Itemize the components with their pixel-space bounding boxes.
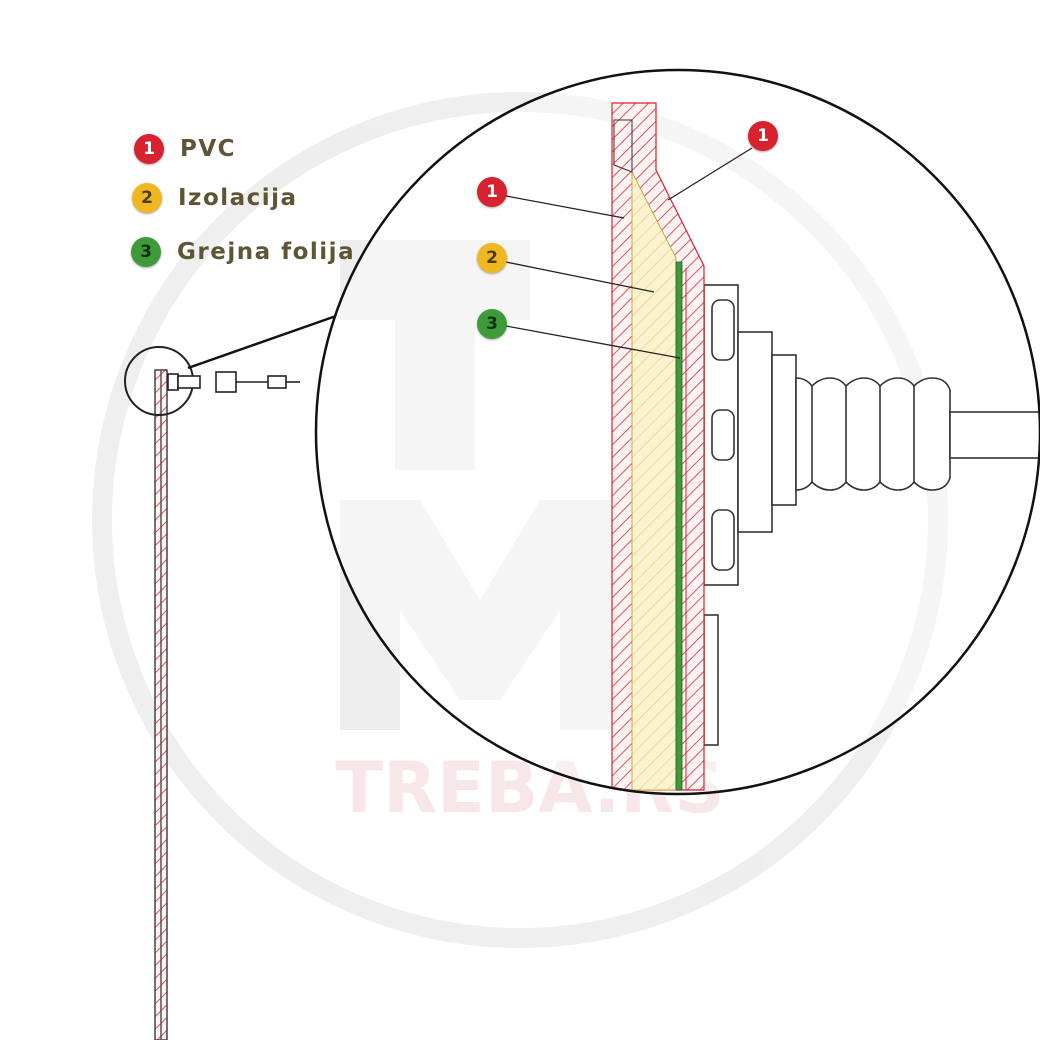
cable [949,411,1040,459]
number-2-yellow-badge-icon: 2 [132,183,162,213]
legend-item-grejna-folija: 3 Grejna folija [131,237,355,267]
watermark-ring [92,92,948,948]
magnified-detail [314,68,1040,796]
callout-1-pvc-inner-icon: 1 [477,177,507,207]
legend-label-izolacija: Izolacija [178,185,298,211]
callout-2-insulation-icon: 2 [477,243,507,273]
number-3-green-badge-icon: 3 [131,237,161,267]
connector-housing [703,284,797,746]
zoom-line-top [187,314,337,370]
legend-item-izolacija: 2 Izolacija [132,183,298,213]
overview-connector [167,371,300,393]
cable-gland [795,377,951,491]
heating-foil-section [675,261,683,791]
magnifier-circle [314,68,1040,796]
number-1-red-badge-icon: 1 [134,134,164,164]
legend-item-pvc: 1 PVC [134,134,236,164]
leader-lines [505,147,753,359]
overview-panel [124,314,337,1041]
leader-line-1-outer [667,147,753,201]
watermark-letter-t [340,240,530,470]
legend-label-grejna-folija: Grejna folija [177,239,356,265]
callout-3-foil-icon: 3 [477,309,507,339]
callout-1-pvc-outer-icon: 1 [748,121,778,151]
watermark-letter-m [340,500,620,730]
legend-label-pvc: PVC [180,136,237,162]
leader-line-2 [505,261,655,293]
leader-line-3 [505,325,681,359]
leader-line-1-inner [505,195,625,219]
